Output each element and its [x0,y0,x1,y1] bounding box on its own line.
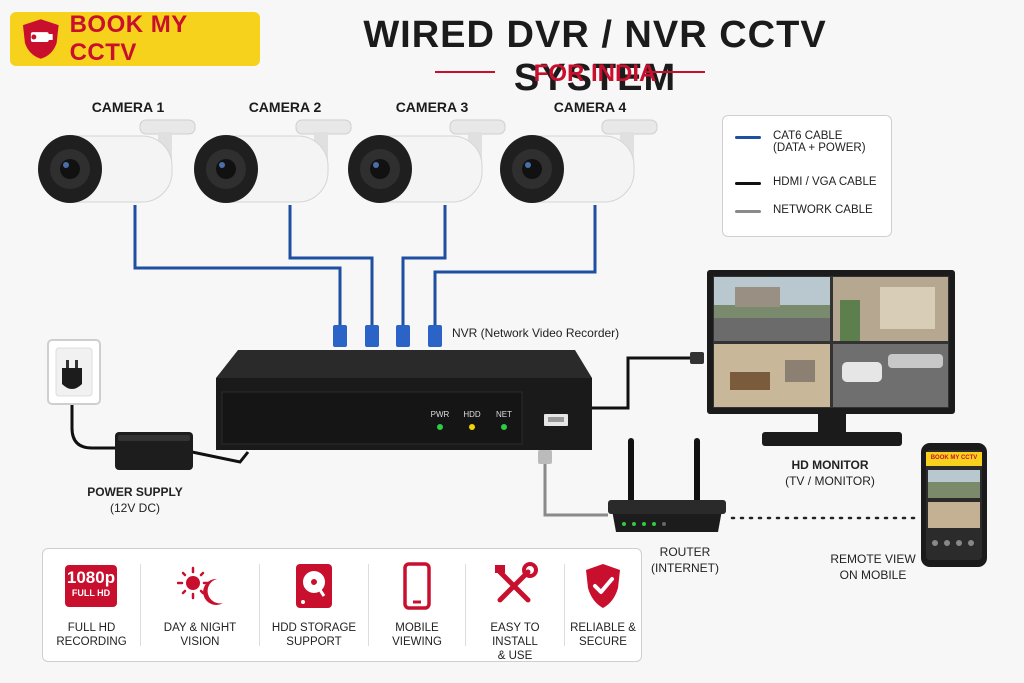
sun-moon-icon [177,566,223,605]
nvr-label: NVR (Network Video Recorder) [452,326,620,340]
mobile-icon [403,562,431,610]
rj45-plug-3 [396,325,410,347]
feature-3-line2: SUPPORT [286,636,342,648]
camera-3-label: CAMERA 3 [395,99,469,115]
badge-full-hd: FULL HD [71,588,111,598]
led-hdd-label: HDD [463,410,481,419]
brand-logo: BOOK MY CCTV [10,11,260,66]
cat6-cable-camera-2 [288,205,374,330]
feature-6-line2: SECURE [579,636,627,648]
feature-divider [564,564,565,646]
feature-divider [140,564,141,646]
hdmi-cable [590,356,700,410]
router-antenna-right [694,438,700,508]
bullet-camera-4 [500,119,658,203]
power-cable-wall [70,385,115,450]
features-panel: 1080p FULL HD FULL HD RECORDING DAY & NI… [42,548,642,662]
router-body [612,510,722,532]
page-title: WIRED DVR / NVR CCTV SYSTEM [363,14,827,99]
router-sub: (INTERNET) [651,561,719,575]
rj45-plug-2 [365,325,379,347]
subtitle-rule-left [435,71,495,73]
page-subtitle: FOR INDIA [533,60,657,87]
feature-easy-install: EASY TO INSTALL & USE [466,549,564,662]
shield-camera-icon [22,19,59,59]
feature-4-line2: VIEWING [392,636,442,648]
feature-4-line1: MOBILE [395,622,439,634]
feature-1-line1: FULL HD [67,622,116,634]
feature-mobile: MOBILE VIEWING [369,549,465,661]
badge-1080p: 1080p [66,568,116,587]
led-pwr [437,424,443,430]
feature-1-line2: RECORDING [56,636,127,648]
legend-swatch-cat6 [735,136,761,139]
cat6-cable-camera-4 [433,205,597,330]
monitor-label: HD MONITOR [791,458,869,472]
mobile-sub: ON MOBILE [839,568,907,582]
cable-legend: CAT6 CABLE (DATA + POWER) HDMI / VGA CAB… [722,115,892,237]
power-adapter [115,432,193,470]
legend-swatch-network [735,210,761,213]
legend-network: NETWORK CABLE [735,204,873,216]
feature-2-line2: VISION [180,636,220,648]
hdd-icon [296,564,332,608]
bullet-camera-3 [348,119,506,203]
monitor-base [762,432,902,446]
power-supply-label: POWER SUPPLY [87,485,183,499]
network-plug [538,450,552,464]
subtitle-rule-right [645,71,705,73]
network-cable [543,455,608,517]
brand-name: BOOK MY CCTV [69,11,188,66]
led-net-label: NET [496,410,512,419]
camera-1-label: CAMERA 1 [91,99,165,115]
legend-hdmi-label: HDMI / VGA CABLE [773,176,877,188]
power-plug [62,368,82,389]
legend-network-label: NETWORK CABLE [773,204,873,216]
feature-reliable: RELIABLE & SECURE [565,549,641,661]
feature-5-line1: EASY TO INSTALL [490,622,540,648]
shield-icon [586,564,620,608]
led-net [501,424,507,430]
power-cable-nvr [191,450,250,464]
camera-4-label: CAMERA 4 [553,99,627,115]
power-supply-sub: (12V DC) [109,501,160,515]
phone-app-title: BOOK MY CCTV [930,455,978,461]
feature-hdd: HDD STORAGE SUPPORT [260,549,368,661]
router-label: ROUTER [659,545,711,559]
feature-divider [368,564,369,646]
tools-icon [495,562,538,603]
feature-6-line1: RELIABLE & [570,622,636,634]
mobile-label: REMOTE VIEW [830,552,916,566]
feature-5-line2: & USE [497,650,533,662]
feature-full-hd: 1080p FULL HD FULL HD RECORDING [43,549,140,661]
monitor-sub: (TV / MONITOR) [785,474,875,488]
led-hdd [469,424,475,430]
legend-cat6-sub: (DATA + POWER) [773,142,866,154]
legend-cat6-label: CAT6 CABLE [773,130,843,142]
hdmi-plug [690,352,704,364]
monitor-stand [818,414,846,434]
feature-2-line1: DAY & NIGHT [163,622,237,634]
camera-2-label: CAMERA 2 [248,99,322,115]
cat6-cable-camera-3 [401,205,447,330]
legend-cat6: CAT6 CABLE (DATA + POWER) [735,130,866,154]
cat6-cable-camera-1 [133,205,342,330]
1080p-icon: 1080p FULL HD [65,565,117,607]
feature-divider [259,564,260,646]
feature-3-line1: HDD STORAGE [271,622,357,634]
led-pwr-label: PWR [430,410,450,419]
bullet-camera-2 [194,119,352,203]
legend-swatch-hdmi [735,182,761,185]
rj45-plug-4 [428,325,442,347]
legend-hdmi: HDMI / VGA CABLE [735,176,877,188]
bullet-camera-1 [38,119,196,203]
router-antenna-left [628,438,634,508]
rj45-plug-1 [333,325,347,347]
feature-day-night: DAY & NIGHT VISION [141,549,259,661]
feature-divider [465,564,466,646]
nvr-top [216,350,592,378]
phone-app-header [926,452,982,466]
